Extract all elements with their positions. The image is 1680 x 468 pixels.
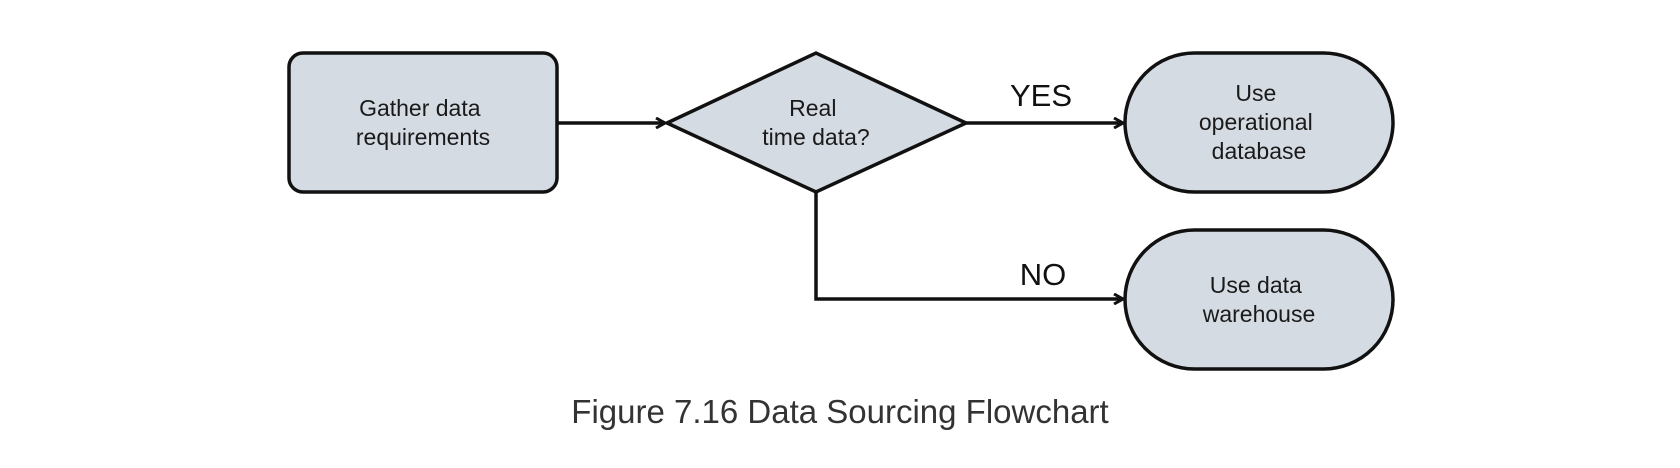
node-shape-stadium bbox=[1123, 228, 1395, 371]
node-label-line: Use bbox=[1235, 80, 1276, 106]
node-label: Gather data requirements bbox=[356, 95, 490, 150]
node-label-line: Use data bbox=[1210, 272, 1302, 298]
node-label-line: Real bbox=[789, 95, 836, 121]
figure-caption: Figure 7.16 Data Sourcing Flowchart bbox=[571, 393, 1109, 430]
node-label-line: requirements bbox=[356, 124, 490, 150]
node-shape-rounded-rect bbox=[287, 51, 559, 194]
node-decision-real-time: Real time data? bbox=[662, 51, 971, 194]
edge-label-no: NO bbox=[1020, 257, 1067, 292]
node-label-line: database bbox=[1212, 138, 1307, 164]
node-label-line: time data? bbox=[762, 124, 869, 150]
node-label: Use data warehouse bbox=[1202, 272, 1316, 327]
node-label: Use operational database bbox=[1199, 80, 1319, 164]
node-label-line: operational bbox=[1199, 109, 1313, 135]
node-use-data-warehouse: Use data warehouse bbox=[1123, 228, 1395, 371]
node-gather-data-requirements: Gather data requirements bbox=[287, 51, 559, 194]
node-label-line: Gather data bbox=[359, 95, 481, 121]
node-shape-stadium bbox=[1123, 51, 1395, 194]
edge-label-yes: YES bbox=[1010, 78, 1072, 113]
node-label-line: warehouse bbox=[1202, 301, 1316, 327]
node-shape-diamond bbox=[662, 51, 971, 194]
node-label: Real time data? bbox=[762, 95, 869, 150]
edge-decision-no bbox=[814, 192, 1123, 299]
node-use-operational-database: Use operational database bbox=[1123, 51, 1395, 194]
